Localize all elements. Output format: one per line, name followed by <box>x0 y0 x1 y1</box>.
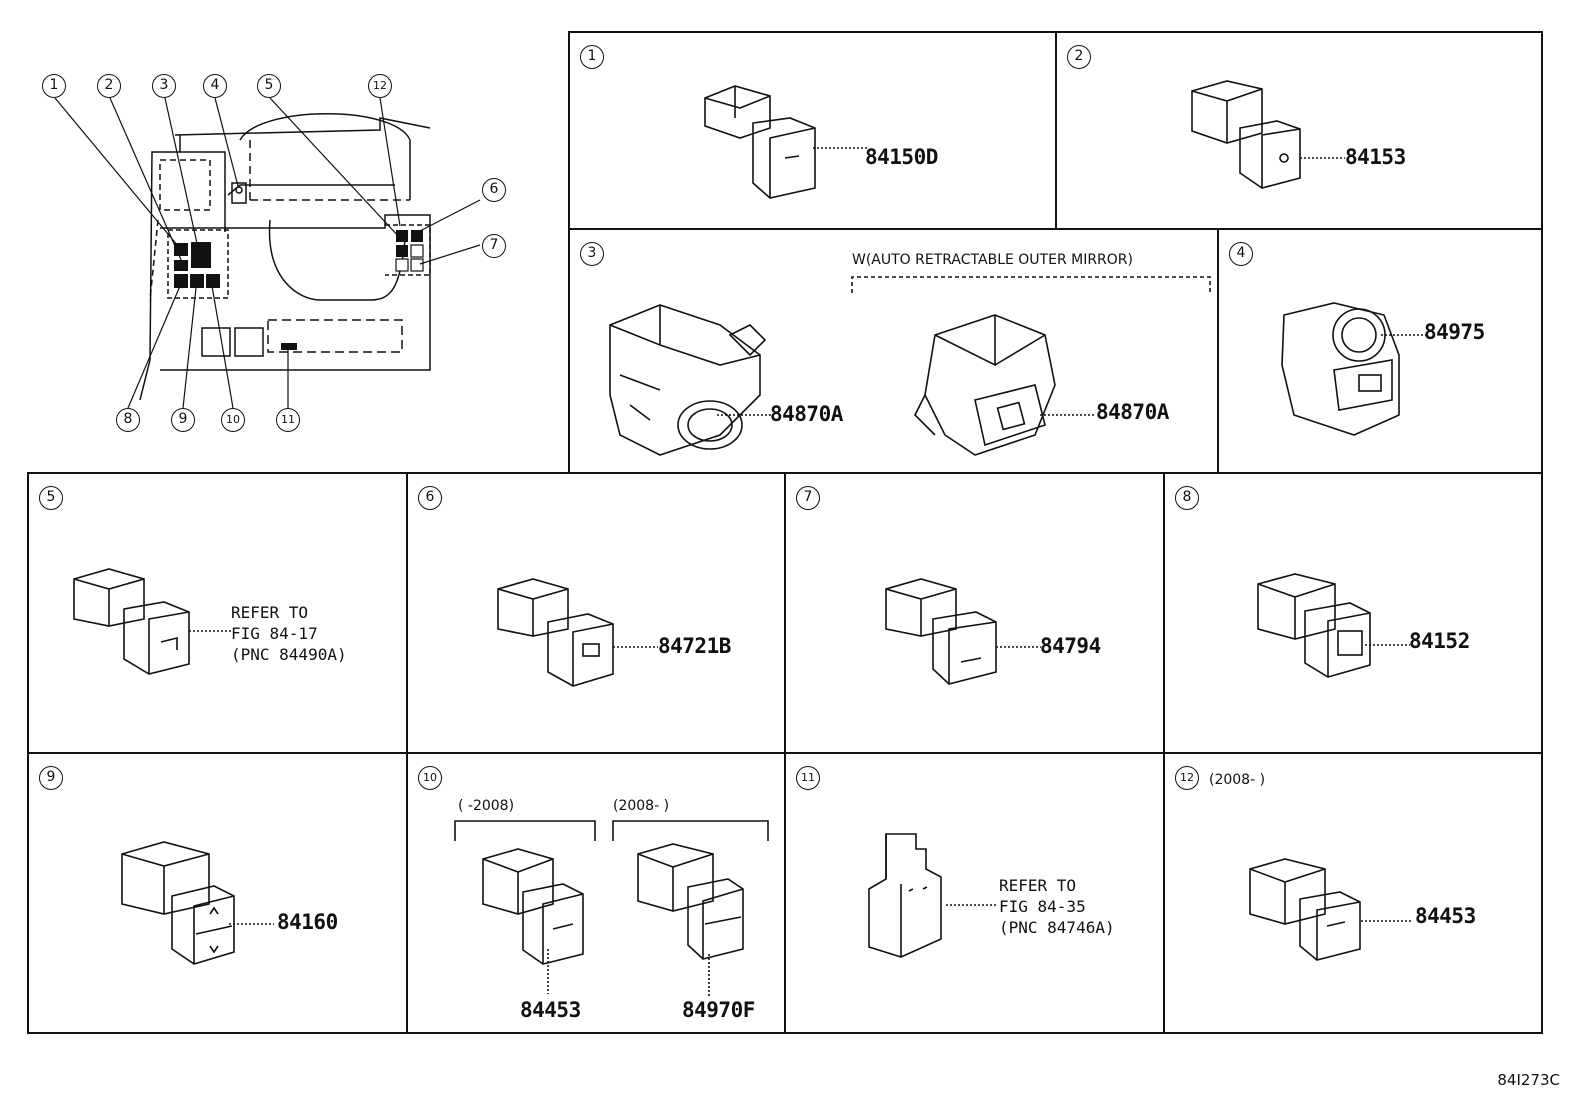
cell-1: 1 84150D <box>568 31 1057 230</box>
cell-2: 2 84153 <box>1055 31 1543 230</box>
reference-note-5: REFER TO FIG 84-17 (PNC 84490A) <box>231 603 347 664</box>
variant-bracket <box>851 276 1211 293</box>
range-note-b: (2008- ) <box>613 798 670 814</box>
overview-callout-3: 3 <box>152 74 176 98</box>
switch-5-drawing <box>73 568 190 675</box>
part-number-84721B: 84721B <box>658 634 731 658</box>
cell-number: 12 <box>1175 766 1199 790</box>
cell-11: 11 REFER TO FIG 84-35 (PNC 84746A) <box>784 752 1165 1034</box>
cell-6: 6 84721B <box>406 472 786 754</box>
dial-switch-84975-drawing <box>1281 302 1400 436</box>
range-note: (2008- ) <box>1209 772 1266 788</box>
overview-callout-10: 10 <box>221 408 245 432</box>
cell-3: 3 W(AUTO RETRACTABLE OUTER MIRROR) 84870… <box>568 228 1219 474</box>
overview-callout-8: 8 <box>116 408 140 432</box>
switch-84970F-drawing <box>637 843 744 960</box>
switch-84453-drawing-a <box>482 848 584 965</box>
overview-callout-1: 1 <box>42 74 66 98</box>
switch-84152-drawing <box>1257 573 1371 678</box>
cell-12: 12 (2008- ) 84453 <box>1163 752 1543 1034</box>
cell-number: 8 <box>1175 486 1199 510</box>
cell-number: 9 <box>39 766 63 790</box>
cell-number: 10 <box>418 766 442 790</box>
cell-number: 1 <box>580 45 604 69</box>
part-number-84870A-b: 84870A <box>1096 400 1169 424</box>
figure-code: 84I273C <box>1497 1071 1560 1089</box>
part-number-84152: 84152 <box>1409 629 1470 653</box>
variant-note: W(AUTO RETRACTABLE OUTER MIRROR) <box>852 252 1133 268</box>
overview-callout-2: 2 <box>97 74 121 98</box>
part-number-84794: 84794 <box>1040 634 1101 658</box>
mirror-switch-drawing-b <box>914 314 1056 456</box>
switch-84153-drawing <box>1191 80 1301 189</box>
overview-callout-5: 5 <box>257 74 281 98</box>
switch-84150D-drawing <box>704 85 816 199</box>
reference-note-11: REFER TO FIG 84-35 (PNC 84746A) <box>999 876 1115 937</box>
mirror-switch-drawing-a <box>609 304 767 456</box>
range-brackets <box>454 820 769 841</box>
cell-number: 3 <box>580 242 604 266</box>
overview-callout-12: 12 <box>368 74 392 98</box>
switch-84160-drawing <box>121 841 235 965</box>
switch-84721B-drawing <box>497 578 614 687</box>
overview-callout-11: 11 <box>276 408 300 432</box>
cell-number: 5 <box>39 486 63 510</box>
cell-7: 7 84794 <box>784 472 1165 754</box>
cell-number: 6 <box>418 486 442 510</box>
overview-callout-7: 7 <box>482 234 506 258</box>
overview-callout-4: 4 <box>203 74 227 98</box>
cell-4: 4 84975 <box>1217 228 1543 474</box>
part-number-84453-a: 84453 <box>520 998 581 1022</box>
dashboard-overview-diagram <box>54 97 481 409</box>
part-number-84975: 84975 <box>1424 320 1485 344</box>
part-number-84970F: 84970F <box>682 998 755 1022</box>
part-number-84150D: 84150D <box>865 145 938 169</box>
connector-11-drawing <box>868 833 942 958</box>
cell-5: 5 REFER TO FIG 84-17 (PNC 84490A) <box>27 472 408 754</box>
part-number-84870A-a: 84870A <box>770 402 843 426</box>
range-note-a: ( -2008) <box>458 798 515 814</box>
cell-10: 10 ( -2008) (2008- ) 84453 84970F <box>406 752 786 1034</box>
cell-8: 8 84152 <box>1163 472 1543 754</box>
part-number-84153: 84153 <box>1345 145 1406 169</box>
part-number-84160: 84160 <box>277 910 338 934</box>
cell-number: 7 <box>796 486 820 510</box>
cell-9: 9 84160 <box>27 752 408 1034</box>
switch-84453-drawing-b <box>1249 858 1361 961</box>
cell-number: 11 <box>796 766 820 790</box>
part-number-84453-b: 84453 <box>1415 904 1476 928</box>
switch-84794-drawing <box>885 578 997 685</box>
overview-callout-9: 9 <box>171 408 195 432</box>
cell-number: 4 <box>1229 242 1253 266</box>
cell-number: 2 <box>1067 45 1091 69</box>
overview-callout-6: 6 <box>482 178 506 202</box>
